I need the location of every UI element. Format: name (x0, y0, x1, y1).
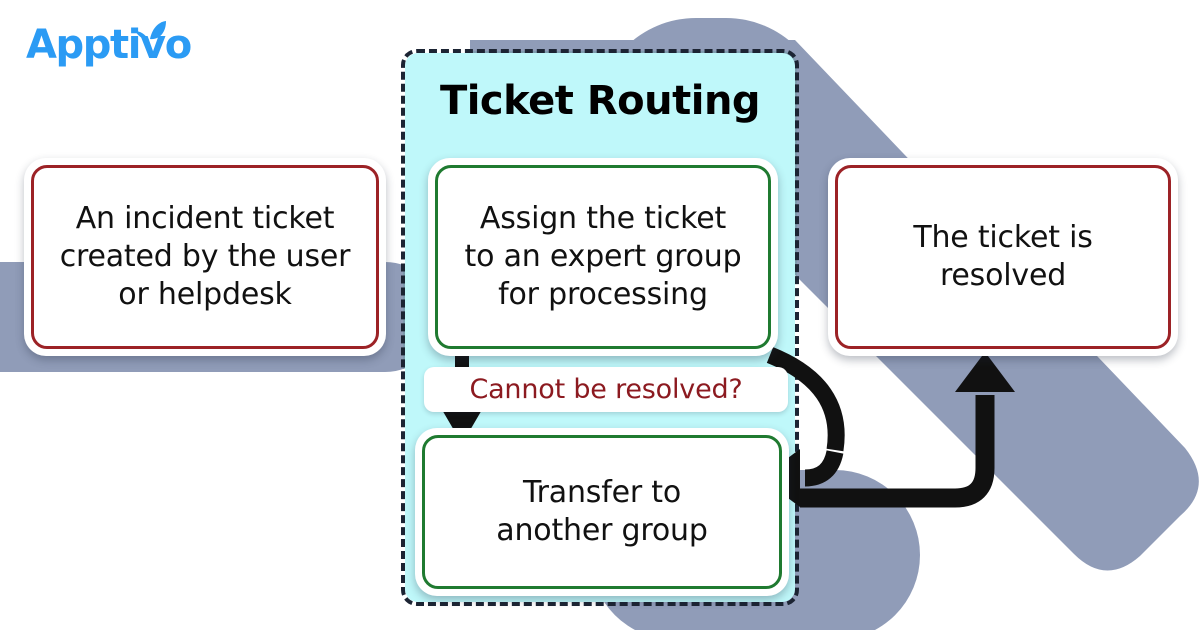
node-assign-expert-group-inner: Assign the ticket to an expert group for… (435, 165, 771, 349)
node-incident-ticket[interactable]: An incident ticket created by the user o… (24, 158, 386, 356)
edge-label-text: Cannot be resolved? (469, 374, 743, 405)
node-ticket-resolved-label: The ticket is resolved (913, 220, 1093, 293)
edge-label-cannot-be-resolved: Cannot be resolved? (424, 367, 788, 412)
node-transfer-another-group-inner: Transfer to another group (422, 435, 782, 589)
node-ticket-resolved[interactable]: The ticket is resolved (828, 158, 1178, 356)
node-ticket-resolved-inner: The ticket is resolved (835, 165, 1171, 349)
node-transfer-another-group-label: Transfer to another group (496, 475, 708, 548)
node-transfer-another-group[interactable]: Transfer to another group (415, 428, 789, 596)
node-assign-expert-group[interactable]: Assign the ticket to an expert group for… (428, 158, 778, 356)
node-incident-ticket-label: An incident ticket created by the user o… (59, 201, 351, 312)
page-title: Ticket Routing (439, 78, 761, 124)
node-incident-ticket-inner: An incident ticket created by the user o… (31, 165, 379, 349)
logo-wordmark: Apptivo (26, 22, 192, 68)
node-assign-expert-group-label: Assign the ticket to an expert group for… (464, 201, 742, 312)
arrow-transfer-to-resolved (800, 352, 1015, 508)
leaf-icon (135, 21, 166, 41)
apptivo-logo: Apptivo (26, 18, 216, 72)
routing-panel-border (401, 49, 799, 606)
